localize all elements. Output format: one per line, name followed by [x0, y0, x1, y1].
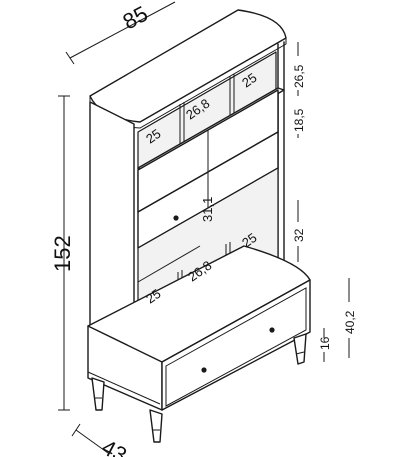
depth-dimension: [71, 423, 109, 454]
width-dimension: [65, 1, 176, 65]
label-shelf-bottom-left: 25: [143, 286, 163, 307]
side-dimension-lines: [297, 42, 350, 362]
height-dimension: [58, 95, 70, 411]
depth-label: 43: [98, 434, 131, 457]
label-shelf-bottom-right: 25: [239, 230, 259, 251]
dim-top-compartment: 26,5: [292, 64, 306, 88]
drawer-knob-icon: [201, 367, 207, 373]
legs: [91, 333, 307, 443]
dim-leg-height: 16: [318, 336, 332, 350]
dim-middle-section: 32: [292, 228, 306, 242]
drawer-knob-icon: [269, 327, 275, 333]
label-shelf-top-left: 25: [143, 126, 163, 147]
label-shelf-top: 25: [239, 70, 259, 91]
dim-base-unit: 40,2: [343, 310, 357, 334]
height-label: 152: [50, 235, 75, 272]
drawer-knob-icon: [173, 215, 179, 221]
label-drawer-unit-width: 31,1: [200, 197, 215, 222]
base-cabinet: [87, 245, 311, 411]
dim-second-compartment: 18,5: [292, 108, 306, 132]
